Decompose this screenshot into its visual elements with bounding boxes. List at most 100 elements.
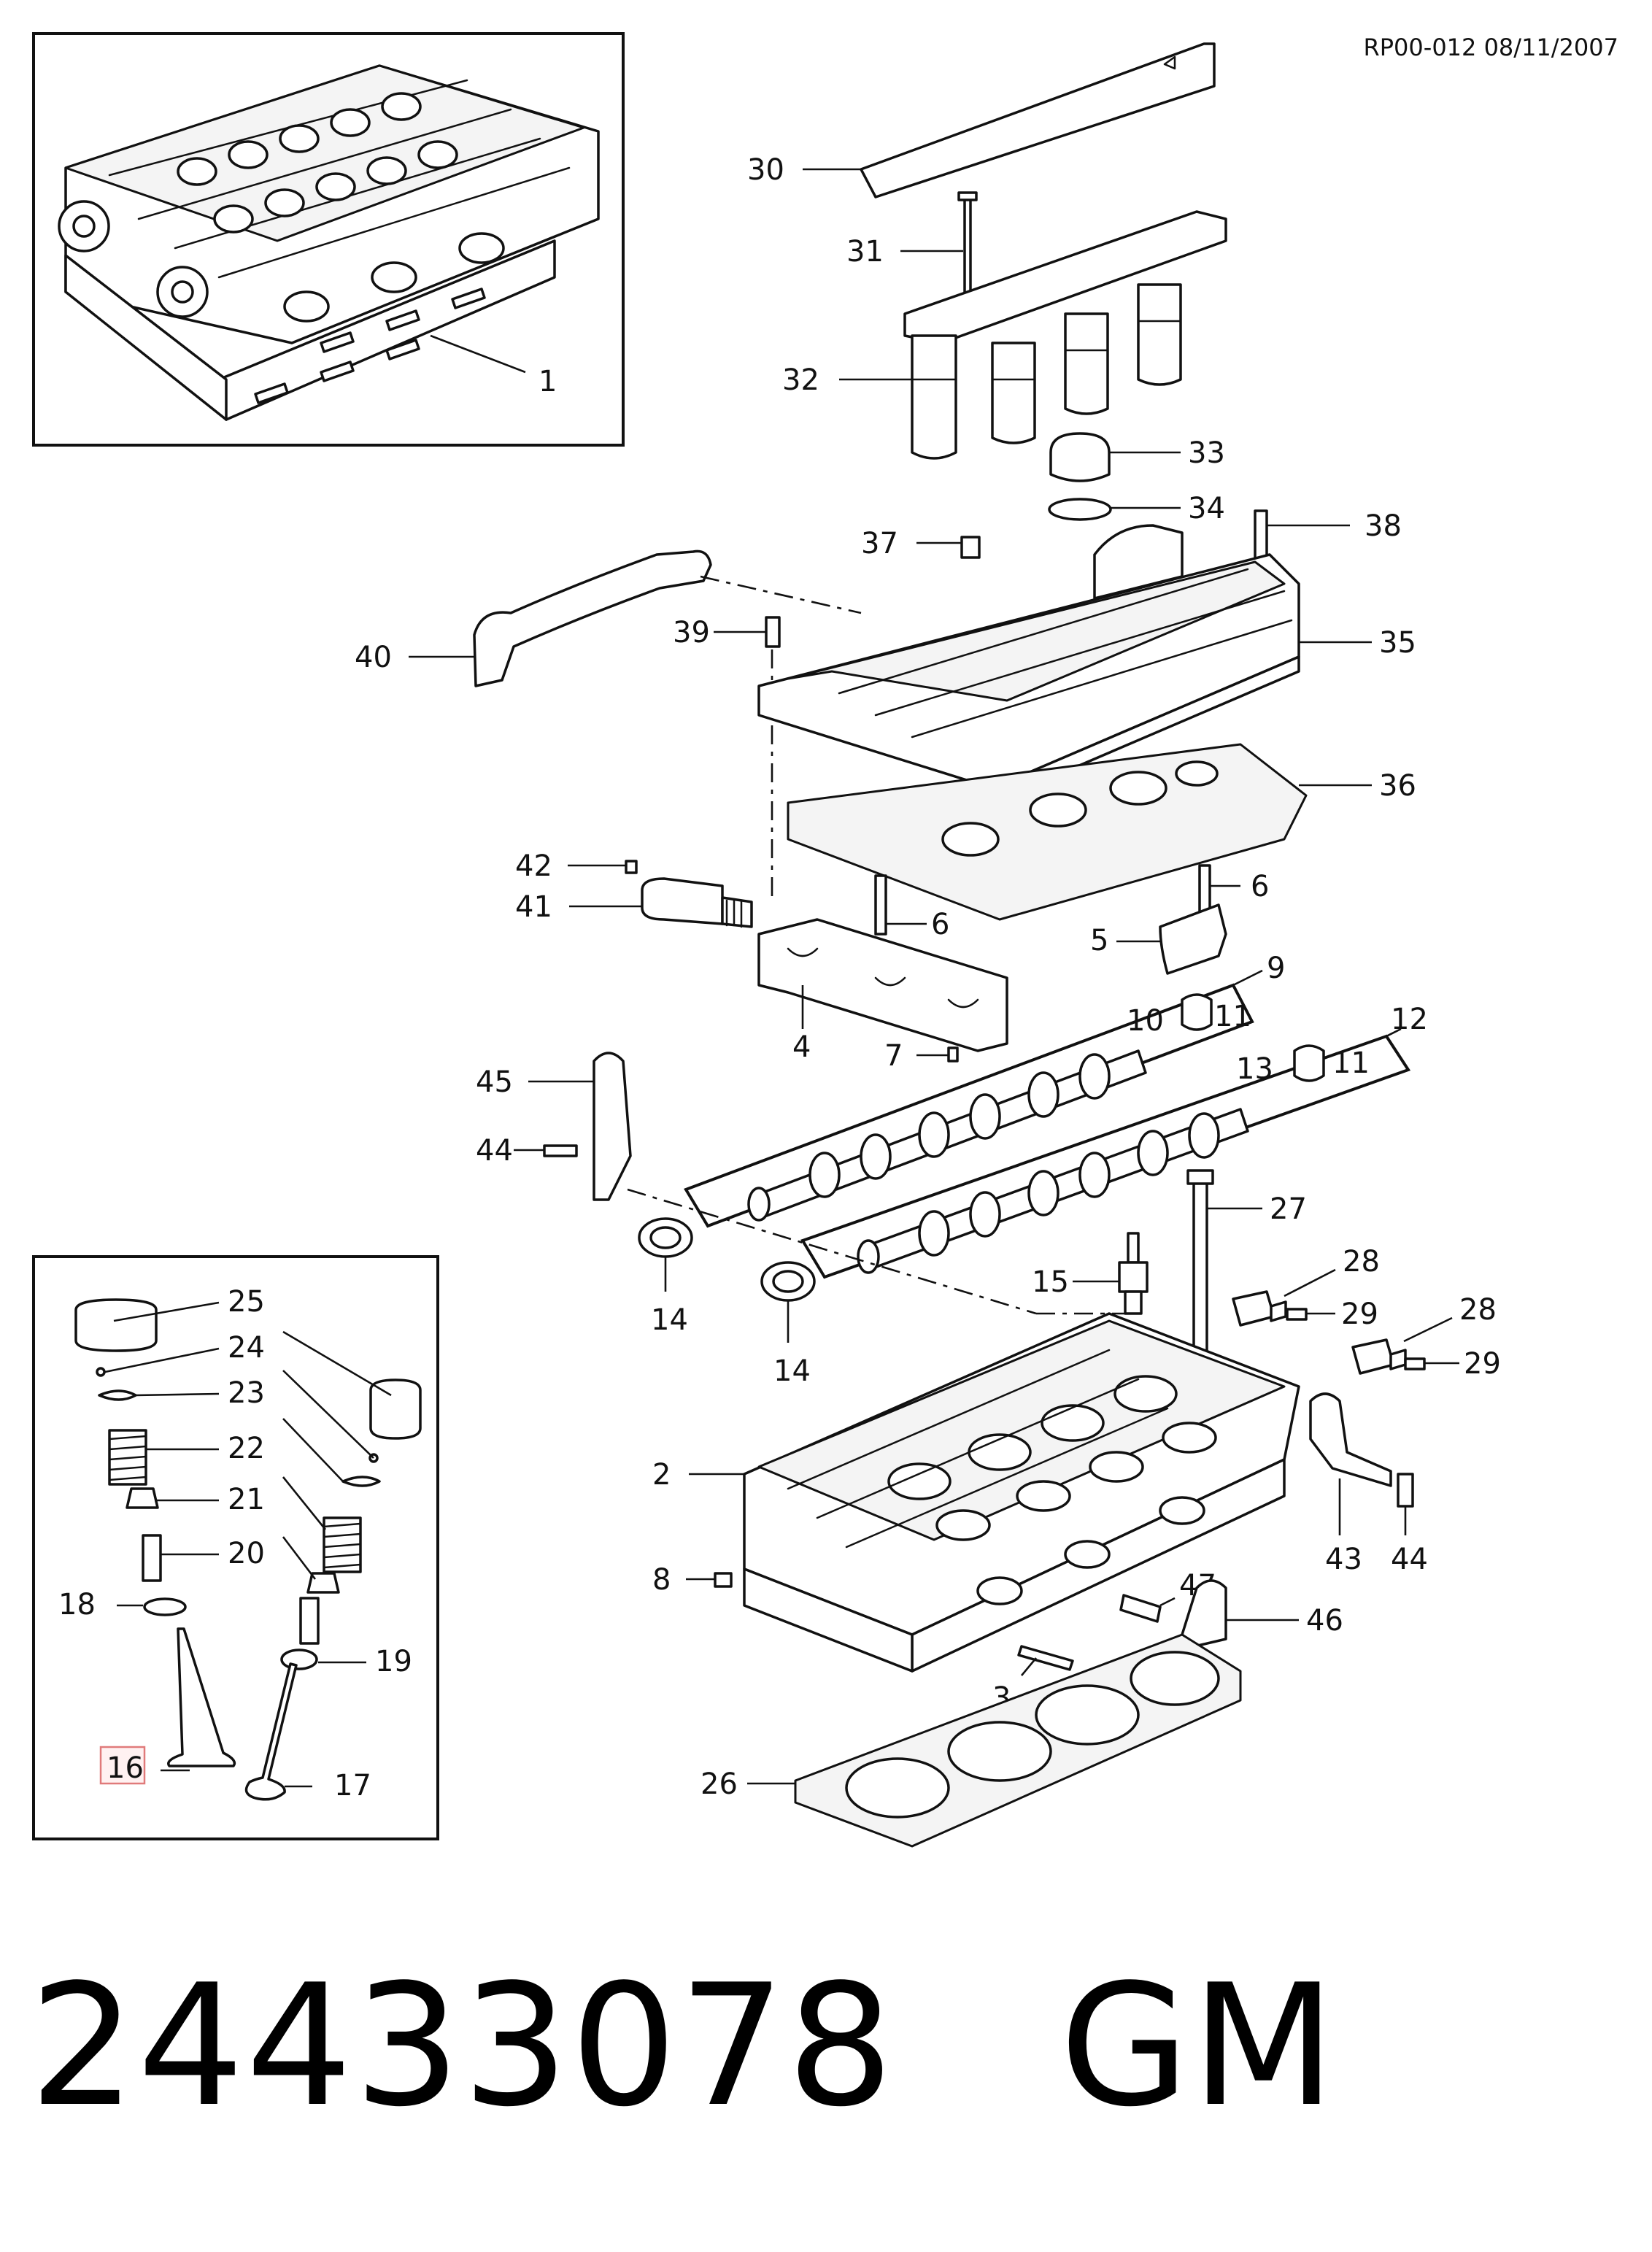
cap-seal-ring — [1048, 498, 1112, 521]
callout-35: 35 — [1379, 626, 1416, 660]
bracket-bolt-lower — [1397, 1473, 1414, 1508]
bearing-cap — [1159, 903, 1227, 975]
inset-valve-train: 25 24 23 22 21 20 18 19 16 17 — [32, 1255, 439, 1840]
cover-bolt-39 — [765, 616, 781, 648]
exhaust-camshaft — [857, 1108, 1249, 1274]
head-studs — [254, 288, 486, 404]
callout-29-lower: 29 — [1464, 1347, 1501, 1381]
callout-30: 30 — [747, 153, 784, 187]
breather-hose — [473, 549, 712, 687]
exhaust-valve — [244, 1662, 298, 1801]
callout-17: 17 — [334, 1769, 371, 1802]
callout-31: 31 — [846, 235, 884, 269]
callout-1: 1 — [539, 365, 557, 398]
callout-21: 21 — [228, 1483, 265, 1516]
callout-9: 9 — [1267, 952, 1285, 985]
harness-bracket-right — [1309, 1392, 1392, 1487]
bearing-cap-bolt-left — [874, 874, 887, 936]
callout-11-lower: 11 — [1332, 1046, 1370, 1080]
temperature-sensor-lower — [1351, 1338, 1395, 1375]
cover-grommet — [960, 536, 981, 559]
intake-oil-seal — [1181, 993, 1213, 1031]
callout-13: 13 — [1236, 1052, 1273, 1086]
valve-keeper-left — [98, 1389, 137, 1401]
oil-filler-cap — [1049, 432, 1111, 482]
callout-10: 10 — [1127, 1004, 1164, 1038]
callout-20: 20 — [228, 1537, 265, 1570]
intake-camshaft-kit-box — [684, 983, 1254, 1228]
callout-12: 12 — [1391, 1003, 1428, 1036]
valve-seal-left — [126, 1487, 159, 1509]
camshaft-cover-gasket — [787, 743, 1308, 921]
exhaust-manifold-stud — [1017, 1645, 1074, 1671]
cylinder-head-gasket — [794, 1633, 1242, 1848]
spark-plug — [1118, 1232, 1149, 1315]
valve-spring-left — [108, 1429, 147, 1486]
cylinder-head — [743, 1312, 1300, 1673]
callout-5: 5 — [1090, 924, 1108, 957]
cover-stud — [1254, 509, 1268, 563]
valve-guide-right — [299, 1597, 320, 1645]
callout-27: 27 — [1270, 1192, 1307, 1226]
sensor-screw-upper — [1286, 1308, 1308, 1321]
callout-32: 32 — [782, 363, 819, 397]
callout-44-upper: 44 — [476, 1134, 513, 1168]
ignition-coil-module — [903, 210, 1227, 460]
callout-26: 26 — [700, 1767, 738, 1801]
callout-14-left: 14 — [651, 1303, 688, 1337]
intake-valve — [167, 1627, 236, 1767]
ignition-cover — [860, 42, 1216, 198]
seat-ring-right — [280, 1648, 318, 1670]
bracket-bolt-upper — [543, 1144, 578, 1157]
callout-15: 15 — [1032, 1265, 1069, 1299]
callout-42: 42 — [515, 849, 552, 883]
oil-pressure-switch — [1119, 1594, 1162, 1623]
reference-code: RP00-012 08/11/2007 — [1364, 34, 1618, 61]
brand-name: GM — [1059, 1949, 1338, 2144]
sensor-screw-lower — [1404, 1357, 1426, 1370]
callout-40: 40 — [355, 641, 392, 674]
callout-6-left: 6 — [931, 908, 949, 941]
callout-8: 8 — [652, 1563, 671, 1597]
part-number: 24433078 — [29, 1949, 895, 2144]
camshaft-bearing-carrier — [757, 918, 1008, 1052]
actuator-screw — [625, 860, 638, 874]
inset-frame-top — [32, 32, 625, 447]
callout-22: 22 — [228, 1432, 265, 1465]
callout-11-upper: 11 — [1214, 1000, 1251, 1033]
valve-guide-left — [142, 1534, 162, 1582]
callout-39: 39 — [673, 616, 710, 649]
callout-19: 19 — [375, 1645, 412, 1678]
part-number-caption: 24433078 GM — [29, 1963, 1338, 2131]
callout-2: 2 — [652, 1458, 671, 1492]
callout-4: 4 — [792, 1030, 811, 1064]
highlight-box-16 — [99, 1746, 146, 1785]
callout-44-lower: 44 — [1391, 1543, 1428, 1576]
main-exploded-view: 30 31 32 33 34 37 38 — [355, 42, 1501, 1848]
callout-18: 18 — [58, 1588, 96, 1621]
callout-34: 34 — [1188, 492, 1225, 525]
callout-24: 24 — [228, 1331, 265, 1365]
coil-bolt — [963, 197, 972, 302]
valve-seat-ring — [143, 1597, 187, 1616]
inset-cylinder-head-assembly: 1 — [32, 32, 625, 447]
bearing-cap-bolt-right — [1198, 864, 1211, 915]
dowel-pin — [947, 1046, 959, 1063]
expansion-plug — [714, 1572, 733, 1588]
assembled-head-illustration — [58, 64, 600, 421]
harness-bracket — [593, 1052, 632, 1201]
exhaust-oil-seal — [1293, 1044, 1325, 1082]
inset-frame-valves — [32, 1255, 439, 1840]
temperature-sensor-upper — [1232, 1290, 1275, 1327]
valve-seal-right — [306, 1572, 340, 1594]
valve-spring-right — [323, 1516, 362, 1573]
callout-29-upper: 29 — [1341, 1297, 1378, 1331]
camshaft-lobes-upper — [177, 92, 458, 234]
callout-36: 36 — [1379, 769, 1416, 803]
callout-25: 25 — [228, 1285, 265, 1319]
callout-28-upper: 28 — [1343, 1245, 1380, 1279]
callout-43: 43 — [1325, 1543, 1362, 1576]
callout-28-lower: 28 — [1459, 1293, 1497, 1327]
callout-33: 33 — [1188, 436, 1225, 470]
